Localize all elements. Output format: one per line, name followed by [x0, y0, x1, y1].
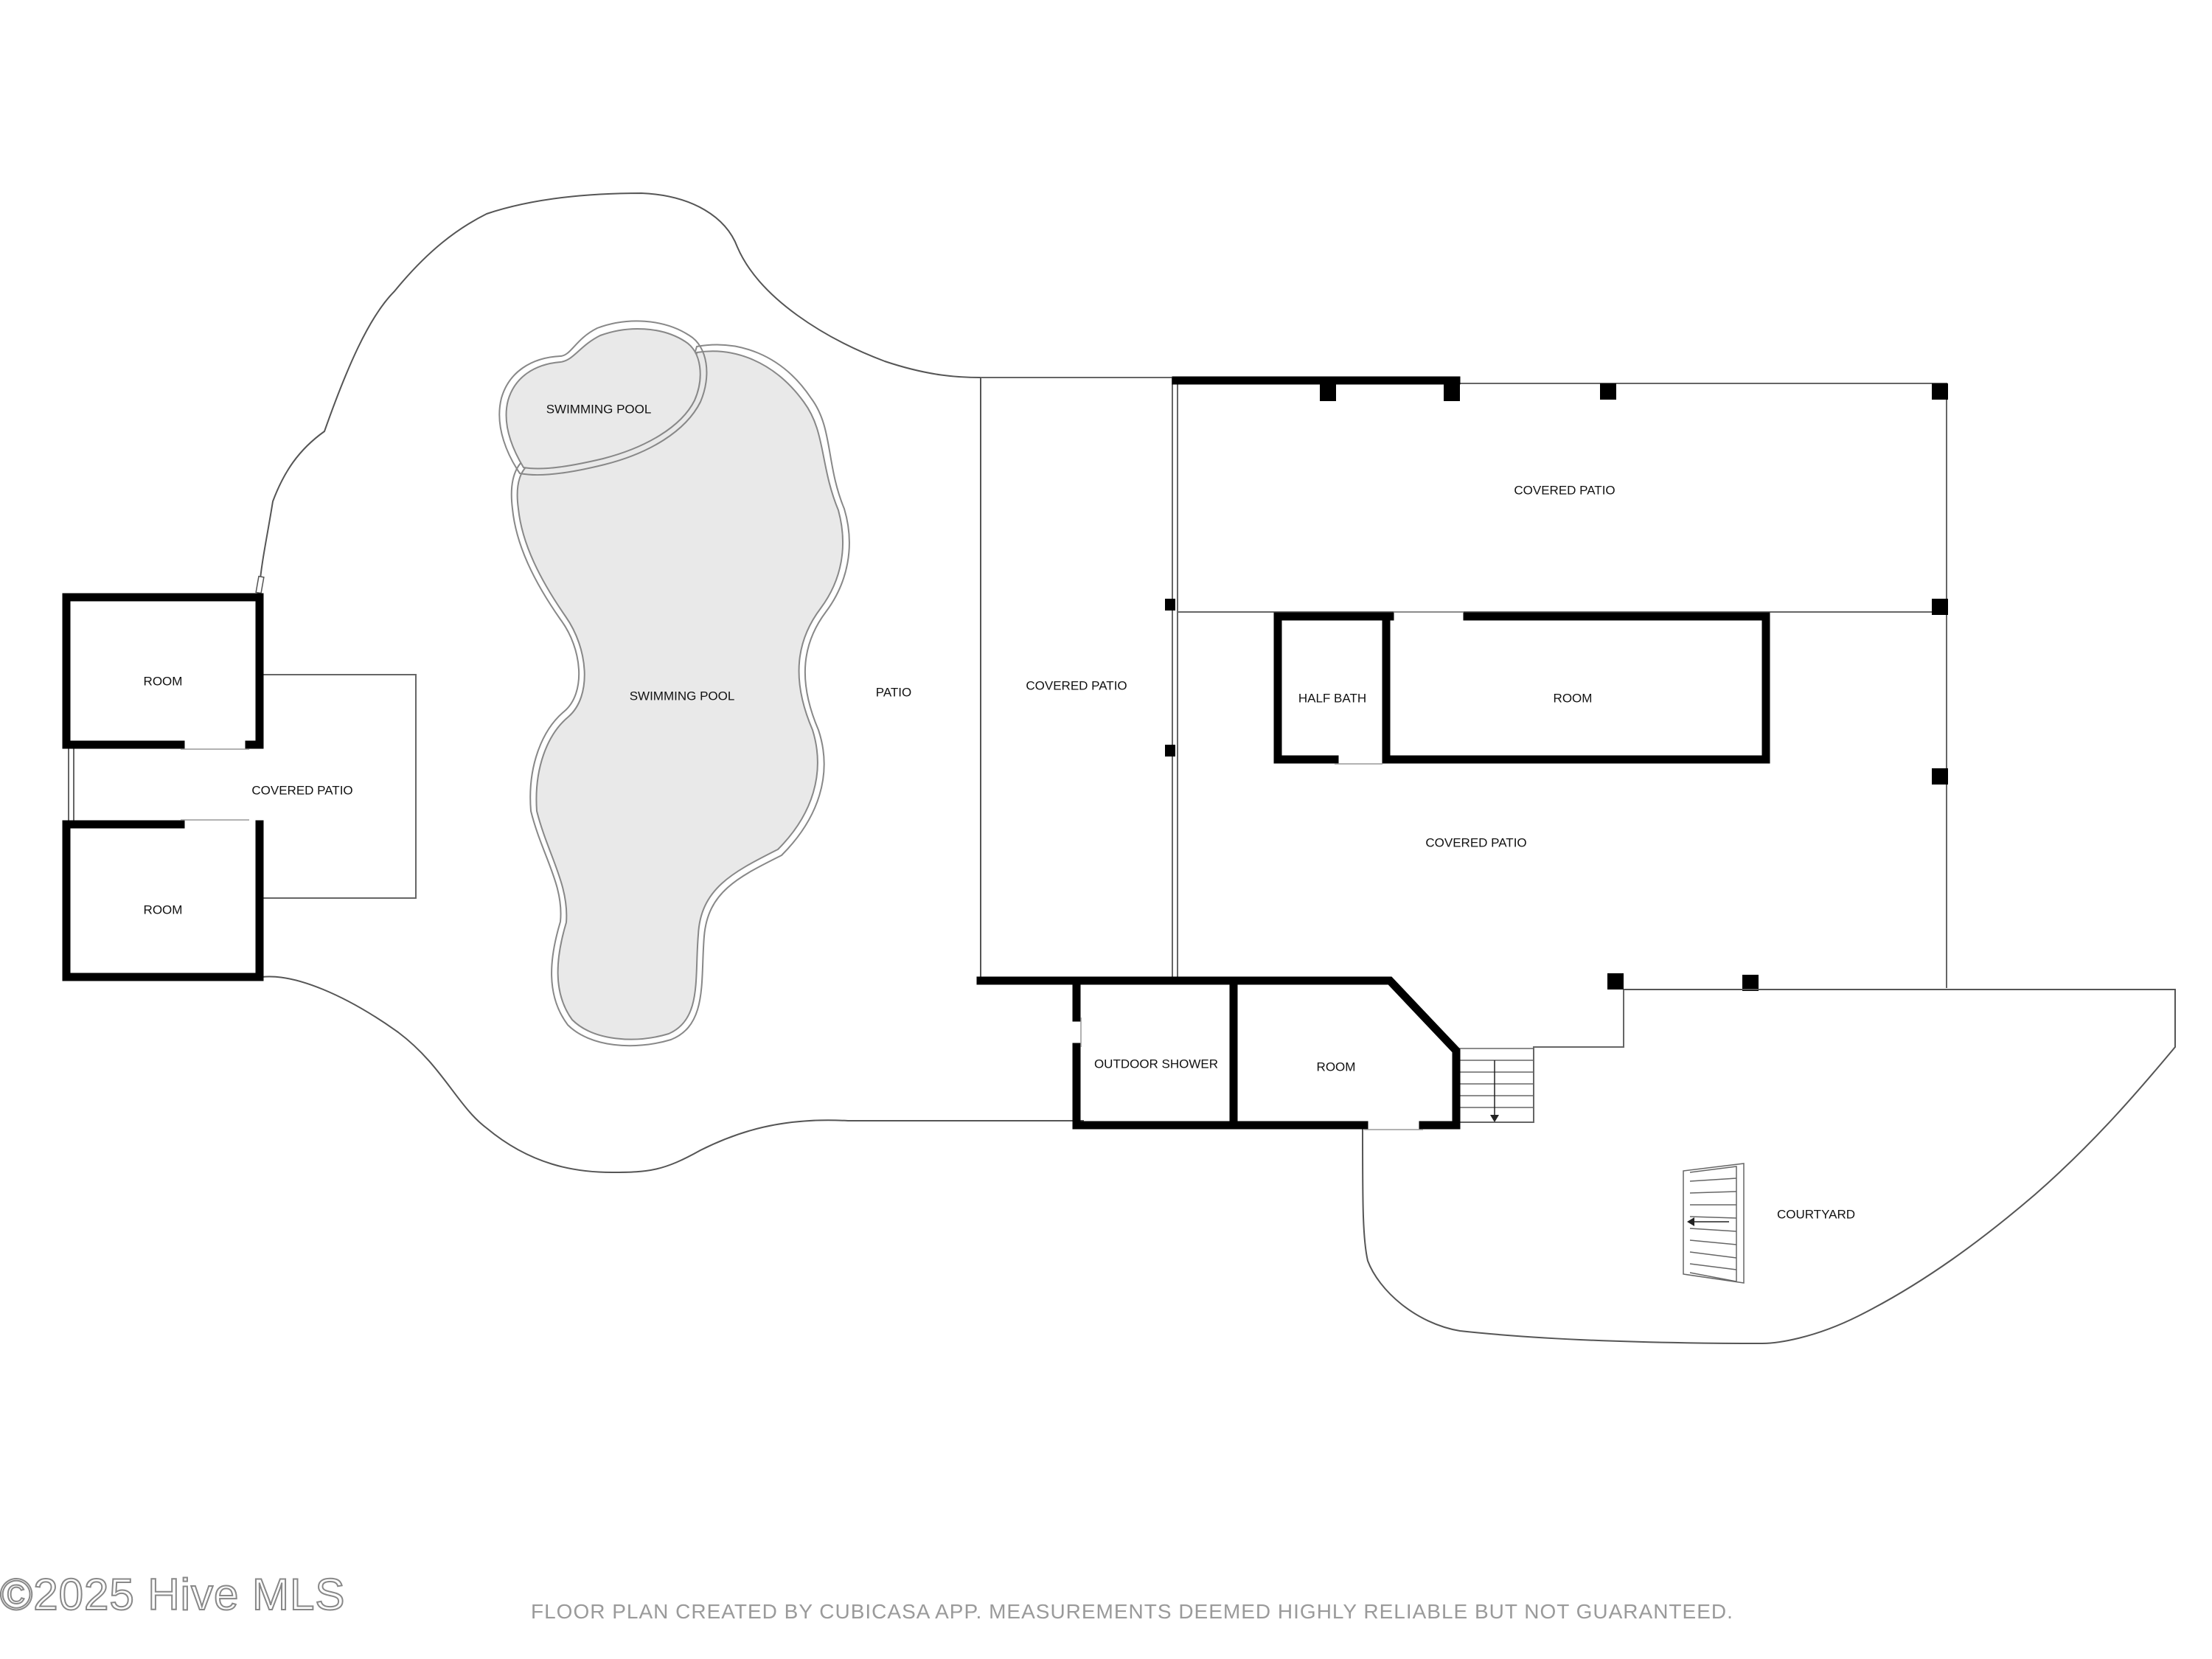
stairs-right: [1455, 1048, 1534, 1123]
swimming-pool-small-rim: [498, 320, 708, 476]
stairs-courtyard-arrow: [1687, 1217, 1694, 1226]
column: [1600, 383, 1616, 400]
column: [1320, 380, 1336, 401]
disclaimer: FLOOR PLAN CREATED BY CUBICASA APP. MEAS…: [531, 1600, 1733, 1623]
covered-patio-right-label: COVERED PATIO: [1425, 835, 1526, 849]
left-room-bottom-walls: [62, 820, 264, 981]
patio-label: PATIO: [876, 685, 912, 699]
patio-outline-lower: [261, 975, 1084, 1174]
covered-patio-top-label: COVERED PATIO: [1514, 483, 1615, 497]
covered-patio-center-label: COVERED PATIO: [1026, 678, 1127, 692]
swimming-pool-small-label: SWIMMING POOL: [546, 402, 652, 416]
courtyard-step-outline: [1456, 990, 1624, 1123]
column: [1932, 768, 1948, 785]
outdoor-shower-label: OUTDOOR SHOWER: [1094, 1057, 1218, 1071]
stairs-courtyard: [1683, 1163, 1745, 1284]
swimming-pool-main-label: SWIMMING POOL: [630, 689, 735, 703]
room-bottom-label: ROOM: [1317, 1060, 1356, 1074]
half-bath-room-walls: [1273, 612, 1770, 764]
left-covered-patio-outline: [262, 674, 417, 899]
patio-outline: [259, 192, 981, 977]
column: [1607, 973, 1624, 990]
watermark: ©2025 Hive MLS: [0, 1569, 346, 1620]
top-covered-patio-outline: [1178, 383, 1947, 988]
column: [1742, 975, 1759, 991]
bottom-walls: [976, 976, 1461, 1130]
room-top-left-label: ROOM: [144, 674, 183, 688]
left-room-top-walls: [62, 593, 264, 749]
swimming-pool-small: [505, 327, 701, 470]
column: [1165, 599, 1175, 611]
room-bottom-left-label: ROOM: [144, 902, 183, 917]
covered-patio-left-label: COVERED PATIO: [251, 783, 352, 797]
column: [1165, 745, 1175, 757]
courtyard-outline: [1362, 989, 2176, 1345]
column: [1932, 599, 1948, 615]
swimming-pool-main: [516, 350, 844, 1040]
column: [1932, 383, 1948, 400]
gate: [255, 575, 265, 594]
column: [1444, 380, 1460, 401]
courtyard-label: COURTYARD: [1777, 1207, 1855, 1221]
room-right-label: ROOM: [1554, 691, 1593, 705]
stairs-right-arrow: [1490, 1115, 1499, 1122]
swimming-pool-main-rim: [510, 344, 850, 1047]
half-bath-label: HALF BATH: [1298, 691, 1366, 705]
